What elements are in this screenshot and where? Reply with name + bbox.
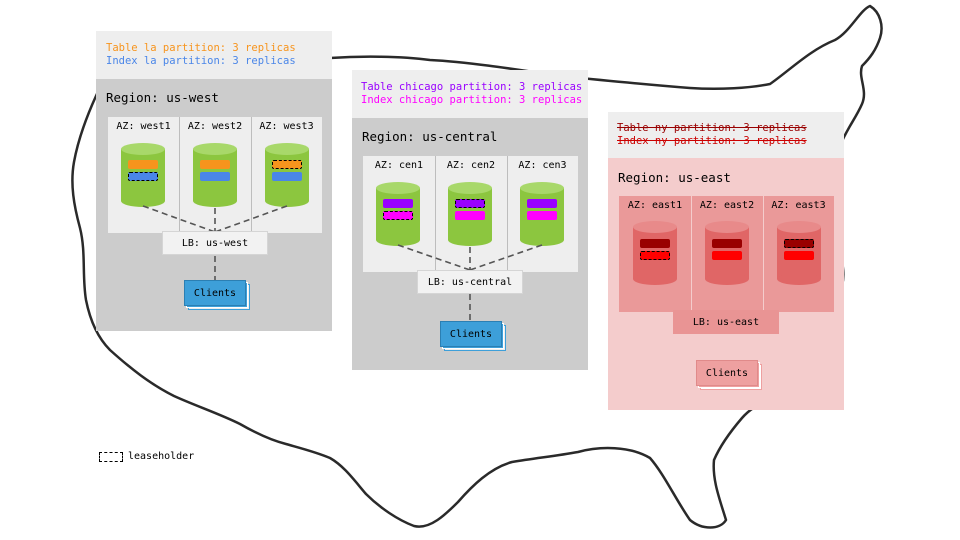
az-divider bbox=[435, 156, 436, 272]
west1-index-replica-leaseholder bbox=[128, 172, 158, 181]
central-table-note: Table chicago partition: 3 replicas bbox=[361, 81, 583, 93]
az-east1-label: AZ: east1 bbox=[627, 200, 683, 211]
leaseholder-legend-label: leaseholder bbox=[128, 451, 195, 462]
region-us-east-title: Region: us-east bbox=[618, 170, 731, 185]
central-index-note: Index chicago partition: 3 replicas bbox=[361, 94, 583, 106]
az-cen2-label: AZ: cen2 bbox=[446, 160, 496, 171]
region-us-central-title: Region: us-central bbox=[362, 129, 498, 144]
az-divider bbox=[691, 196, 692, 312]
east3-table-replica-leaseholder bbox=[784, 239, 814, 248]
east-clients: Clients bbox=[696, 360, 758, 386]
west-table-note: Table la partition: 3 replicas bbox=[106, 42, 296, 54]
az-west2-label: AZ: west2 bbox=[187, 121, 243, 132]
west3-index-replica bbox=[272, 172, 302, 181]
az-east3-label: AZ: east3 bbox=[771, 200, 826, 211]
central-notes-box bbox=[352, 70, 588, 118]
az-cen3-label: AZ: cen3 bbox=[518, 160, 567, 171]
east1-table-replica bbox=[640, 239, 670, 248]
cen1-index-replica-leaseholder bbox=[383, 211, 413, 220]
east-notes-box bbox=[608, 112, 844, 158]
cen3-index-replica bbox=[527, 211, 557, 220]
region-us-west-title: Region: us-west bbox=[106, 90, 219, 105]
cen2-index-replica bbox=[455, 211, 485, 220]
west-notes-box bbox=[96, 31, 332, 79]
west-clients: Clients bbox=[184, 280, 246, 306]
east-clients-stack: Clients bbox=[696, 360, 762, 390]
east-load-balancer: LB: us-east bbox=[673, 310, 779, 334]
cen1-table-replica bbox=[383, 199, 413, 208]
az-divider bbox=[251, 117, 252, 233]
az-cen1-label: AZ: cen1 bbox=[374, 160, 424, 171]
east2-index-replica bbox=[712, 251, 742, 260]
east-table-note: Table ny partition: 3 replicas bbox=[617, 122, 807, 134]
az-west1-label: AZ: west1 bbox=[116, 121, 171, 132]
az-west3-label: AZ: west3 bbox=[259, 121, 314, 132]
west-index-note: Index la partition: 3 replicas bbox=[106, 55, 296, 67]
az-divider bbox=[763, 196, 764, 312]
central-clients-stack: Clients bbox=[440, 321, 506, 351]
cen2-table-replica-leaseholder bbox=[455, 199, 485, 208]
az-divider bbox=[179, 117, 180, 233]
east-index-note: Index ny partition: 3 replicas bbox=[617, 135, 807, 147]
west3-table-replica-leaseholder bbox=[272, 160, 302, 169]
east1-index-replica-leaseholder bbox=[640, 251, 670, 260]
east2-table-replica bbox=[712, 239, 742, 248]
west-load-balancer: LB: us-west bbox=[162, 231, 268, 255]
central-clients: Clients bbox=[440, 321, 502, 347]
az-divider bbox=[507, 156, 508, 272]
west2-table-replica bbox=[200, 160, 230, 169]
central-load-balancer: LB: us-central bbox=[417, 270, 523, 294]
az-east2-label: AZ: east2 bbox=[699, 200, 755, 211]
east3-index-replica bbox=[784, 251, 814, 260]
west-clients-stack: Clients bbox=[184, 280, 250, 310]
west2-index-replica bbox=[200, 172, 230, 181]
leaseholder-legend-swatch bbox=[99, 452, 123, 462]
cen3-table-replica bbox=[527, 199, 557, 208]
west1-table-replica bbox=[128, 160, 158, 169]
